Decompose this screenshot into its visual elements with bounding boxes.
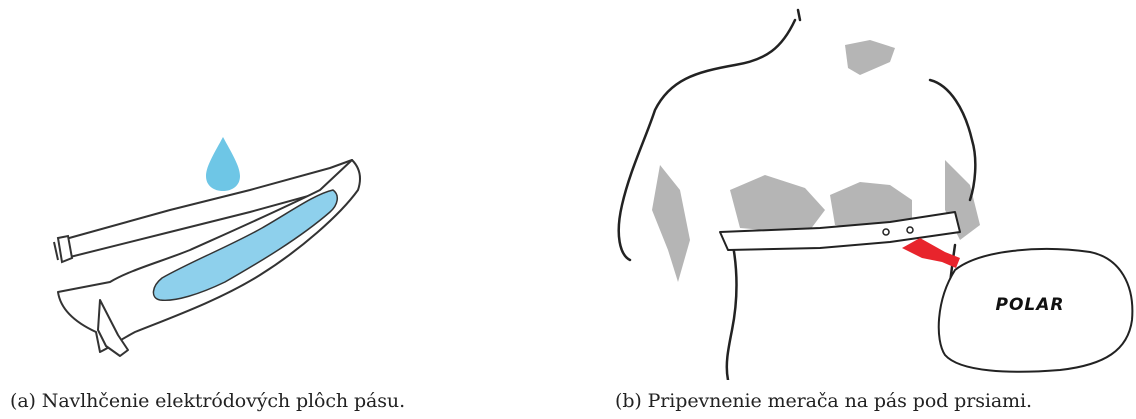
strap-buckle [54,236,72,262]
figure-a-caption: (a) Navlhčenie elektródových plôch pásu. [10,390,405,412]
transmitter-logo: POLAR [996,295,1065,315]
figure-a: (a) Navlhčenie elektródových plôch pásu. [0,0,560,419]
water-drop-icon [206,137,240,191]
attach-arrow-icon [902,238,960,268]
torso-side-left [727,240,737,380]
chest-strap-illustration [0,0,560,380]
torso-illustration: POLAR [560,0,1136,380]
figure-b: POLAR (b) Pripevnenie merača na pás pod … [560,0,1136,419]
snap-point-left [883,229,889,235]
figure-b-caption: (b) Pripevnenie merača na pás pod prsiam… [615,390,1032,412]
arm-shadow-left [652,165,690,282]
snap-point-right [907,227,913,233]
shoulder-shadow [845,40,895,75]
chest-shadow-left [730,175,825,230]
